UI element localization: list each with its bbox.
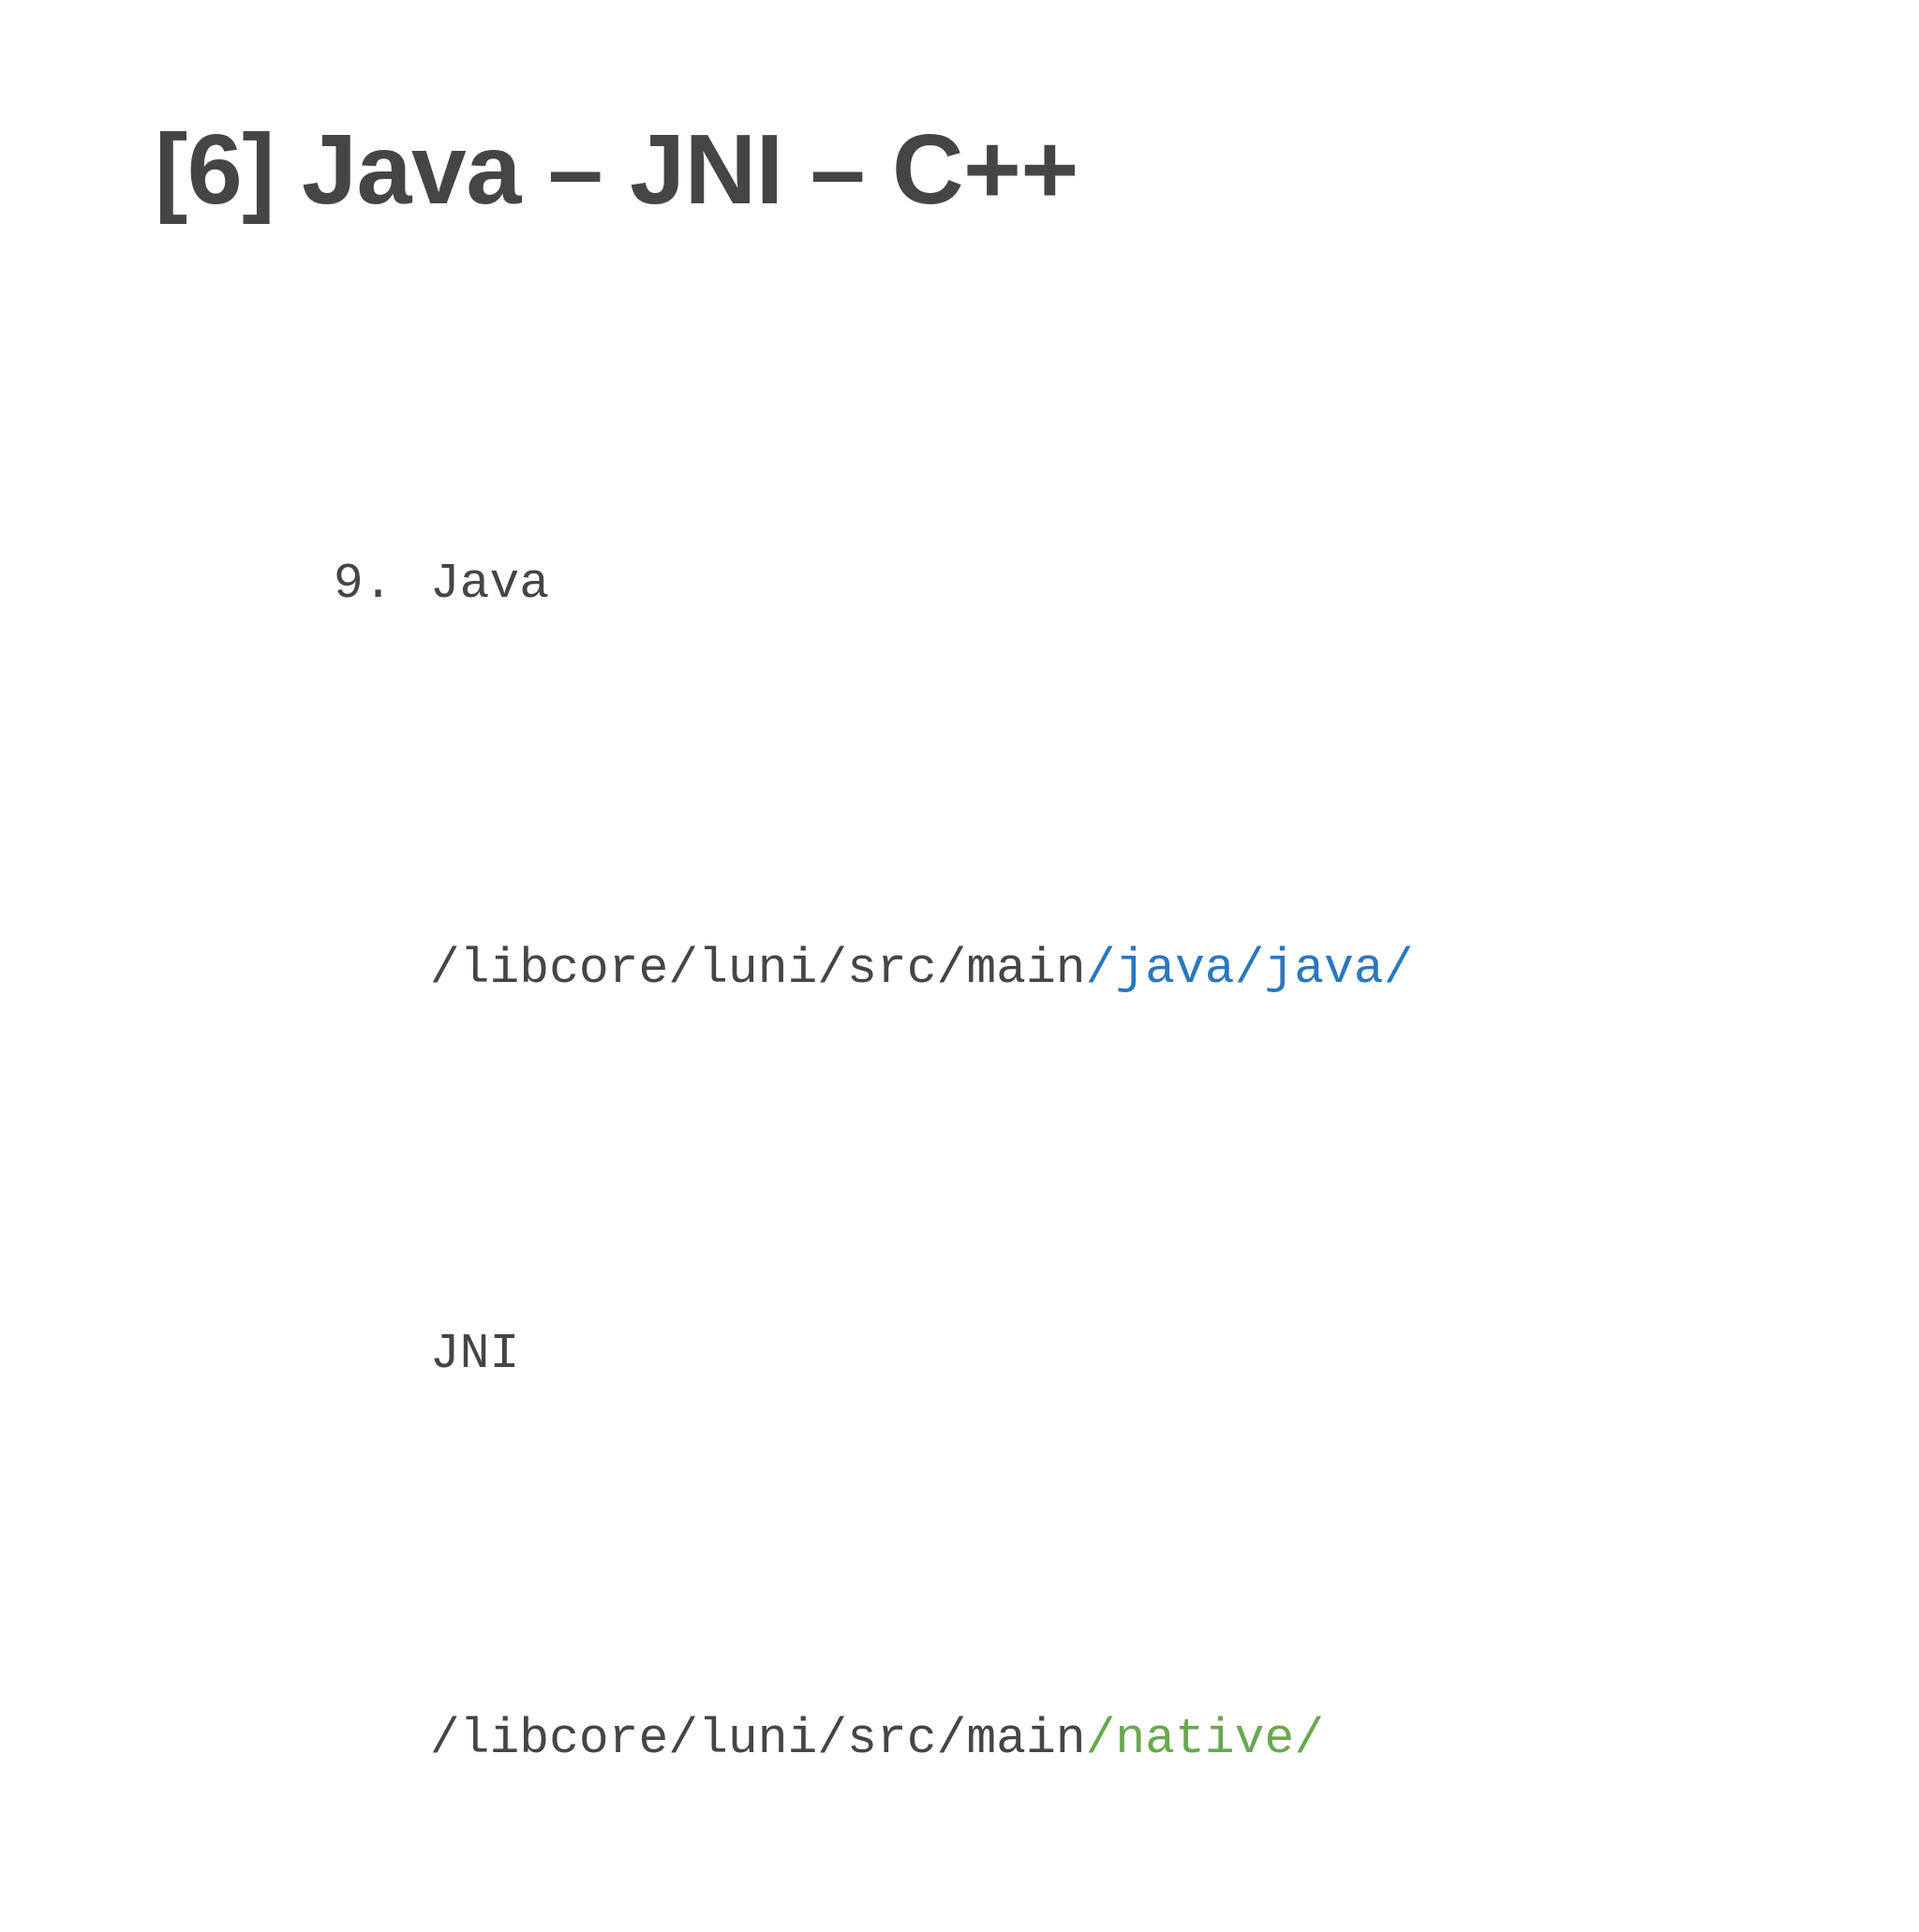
native-path-prefix: /libcore/luni/src/main [429, 1711, 1086, 1767]
java-path-suffix: /java/java/ [1085, 941, 1414, 997]
jni-label: JNI [0, 1162, 1919, 1547]
jni-label-text: JNI [429, 1326, 520, 1382]
slide-root: [6] Java – JNI – C++ 9. Java /libcore/lun… [155, 114, 1414, 1767]
slide-body: 9. Java /libcore/luni/src/main/java/java/… [0, 392, 1919, 1932]
list-item-java: 9. Java [0, 392, 1919, 777]
native-source-path: /libcore/luni/src/main/native/ [0, 1547, 1919, 1932]
java-source-path: /libcore/luni/src/main/java/java/ [0, 777, 1919, 1162]
page-title: [6] Java – JNI – C++ [155, 114, 1079, 225]
list-item-label: Java [429, 556, 550, 612]
java-path-prefix: /libcore/luni/src/main [429, 941, 1086, 997]
native-path-suffix: /native/ [1085, 1711, 1325, 1767]
list-item-marker: 9. [333, 556, 394, 612]
